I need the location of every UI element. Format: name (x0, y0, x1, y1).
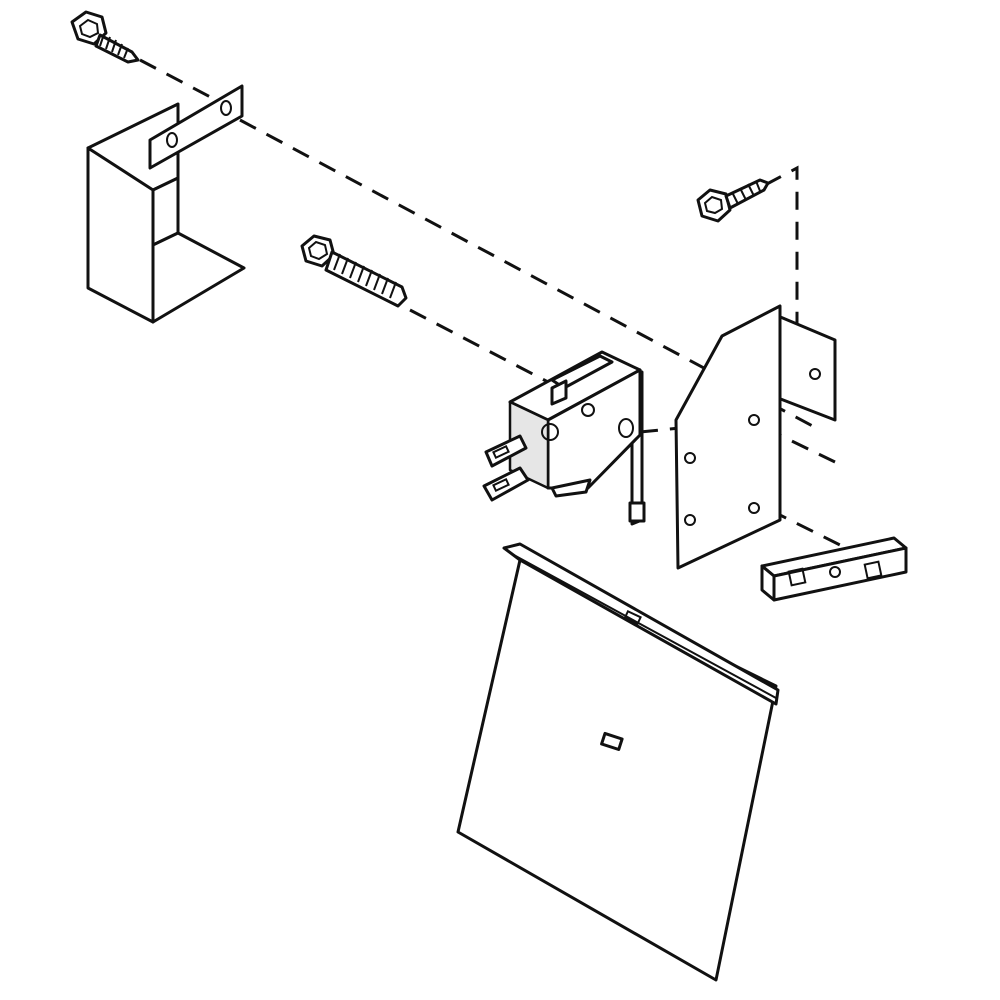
tab-hole-right (220, 100, 232, 116)
screw-head (70, 10, 108, 46)
tab-hole-left (166, 132, 178, 148)
guide-line-plate-to-strip (769, 508, 841, 547)
switch-lever-tip (628, 501, 646, 523)
hex-head-screw-icon[interactable] (696, 178, 770, 223)
screw-head-right (696, 188, 732, 223)
plate-hole-upper-right (748, 414, 760, 426)
switch-terminal-lower (482, 466, 530, 502)
long-hex-screw-icon[interactable] (300, 234, 408, 308)
strip-terminal-left (787, 567, 807, 587)
panel-lip-slot (623, 609, 642, 625)
plate-hole-lower-left (684, 514, 696, 526)
plate-hole-lower-right (748, 502, 760, 514)
guide-line-right-screw (764, 165, 799, 392)
terminal-strip-icon[interactable] (760, 536, 908, 602)
strip-terminal-right (863, 560, 883, 580)
u-bracket-icon[interactable] (86, 84, 246, 324)
switch-plunger-side (550, 379, 568, 406)
strip-center-hole (829, 566, 841, 578)
switch-hole-front (541, 423, 559, 441)
panel-lip-edge (511, 553, 777, 699)
plate-side-flange (776, 314, 837, 422)
cover-panel-icon[interactable] (456, 542, 780, 982)
bracket-bottom-flange (151, 231, 246, 324)
plate-main-face (674, 304, 782, 570)
plate-hole-upper-left (684, 452, 696, 464)
micro-switch-icon[interactable] (482, 350, 646, 526)
flange-hole (809, 368, 821, 380)
switch-hole-mid (581, 403, 595, 417)
hex-head-screw-icon[interactable] (70, 10, 140, 64)
switch-bottom-foot (550, 478, 592, 498)
mounting-plate-icon[interactable] (674, 304, 837, 570)
panel-center-slot (600, 731, 624, 751)
panel-face (456, 558, 778, 982)
switch-hole-right (618, 418, 634, 438)
guide-line-top-screw (139, 58, 236, 112)
